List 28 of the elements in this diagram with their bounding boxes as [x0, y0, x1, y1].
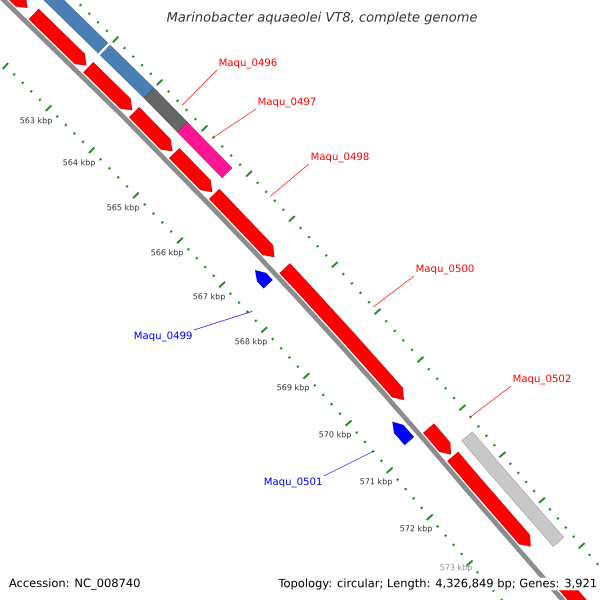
gene-label: Maqu_0497	[258, 97, 316, 108]
gene-label: Maqu_0500	[416, 264, 474, 274]
gene-label: Maqu_0502	[514, 374, 570, 384]
leader-line	[470, 386, 512, 418]
leader-line	[182, 70, 218, 106]
tick-label: 567 kbp	[193, 293, 225, 301]
leader-line	[270, 164, 310, 197]
tick-label: 572 kbp	[400, 525, 432, 533]
tick-label: 570 kbp	[319, 431, 351, 439]
leader-line	[373, 276, 414, 308]
tick-label: 566 kbp	[151, 249, 183, 257]
leader-line	[213, 108, 256, 138]
tick-label: 564 kbp	[63, 159, 95, 167]
gene-label: Maqu_0498	[312, 152, 369, 162]
leader-line	[324, 451, 374, 476]
tick-label: 569 kbp	[277, 384, 309, 392]
footer-text: Topology: circular; Length: 4,326,849 bp; Genes: 3,921	[278, 578, 598, 590]
tick-label: 571 kbp	[360, 478, 392, 486]
leader-line	[194, 310, 253, 330]
gene-label: Maqu_0499	[134, 331, 192, 342]
tick-label: 573 kbp	[440, 564, 472, 572]
footer-text: Accession: NC_008740	[8, 578, 142, 590]
gene-label: Maqu_0496	[220, 58, 277, 68]
tick-label: 563 kbp	[20, 117, 52, 125]
tick-label: 565 kbp	[107, 204, 139, 212]
tick-label: 568 kbp	[235, 338, 267, 346]
gene-label: Maqu_0501	[264, 477, 322, 488]
title: Marinobacter aquaeolei VT8, complete genome	[166, 12, 477, 24]
